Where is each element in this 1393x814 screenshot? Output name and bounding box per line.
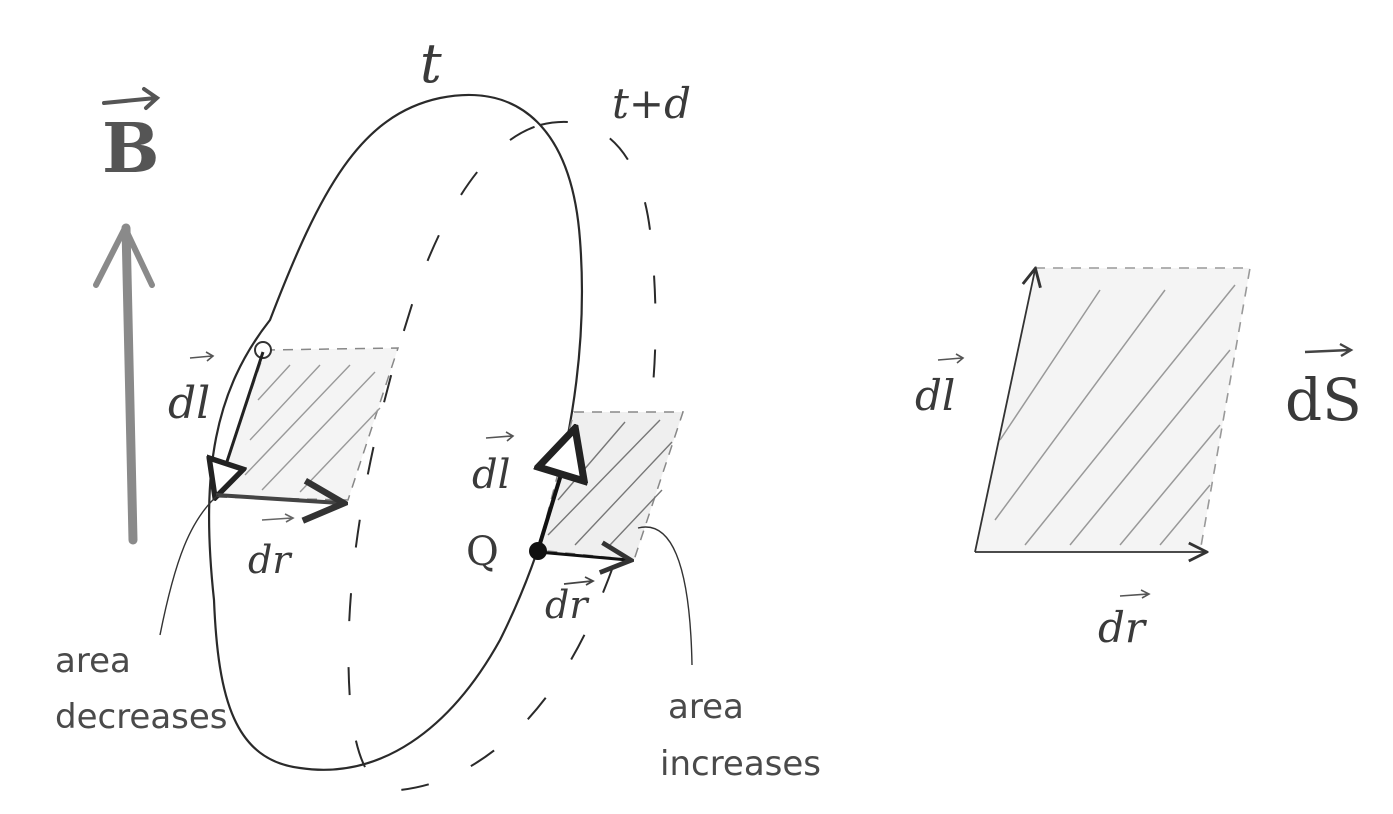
right-dr-label: dr xyxy=(545,583,590,627)
right-dl-vector xyxy=(538,432,574,551)
area-decreases-line1: area xyxy=(55,641,131,681)
right-dl-label-group: dl xyxy=(472,431,515,498)
right-dl-label: dl xyxy=(472,452,510,498)
left-dr-label-group: dr xyxy=(248,513,295,582)
left-dr-label: dr xyxy=(248,538,293,582)
ds-parallelogram xyxy=(975,267,1251,553)
magnetic-field-arrow xyxy=(93,223,155,545)
right-dr-label-group: dr xyxy=(545,576,595,627)
left-swept-region xyxy=(213,347,400,501)
ds-label: dS xyxy=(1285,366,1362,434)
left-dl-label-group: dl xyxy=(168,351,215,429)
area-increases-line2: increases xyxy=(660,744,821,784)
left-dl-label: dl xyxy=(168,378,210,429)
ds-dl-label-group: dl xyxy=(915,353,965,420)
ds-dl-vector xyxy=(974,270,1035,553)
area-increases-line1: area xyxy=(668,687,744,727)
area-decreases-line2: decreases xyxy=(55,697,228,737)
left-dl-vector xyxy=(216,341,272,495)
ds-label-group: dS xyxy=(1285,342,1362,434)
area-increases-leader xyxy=(637,526,693,666)
area-increases-text: area increases xyxy=(660,687,821,784)
area-decreases-text: area decreases xyxy=(55,641,228,737)
point-q-marker xyxy=(529,542,547,560)
ds-dr-label: dr xyxy=(1098,603,1148,652)
time-now-label: t xyxy=(420,32,442,95)
field-label-group: B xyxy=(102,87,161,189)
field-label: B xyxy=(102,109,159,189)
area-decreases-leader xyxy=(159,494,219,636)
loop-at-t xyxy=(207,93,583,771)
time-later-label: t+d xyxy=(612,79,691,128)
ds-dl-label: dl xyxy=(915,371,955,420)
point-q-label: Q xyxy=(466,529,499,575)
left-dr-vector xyxy=(215,495,340,503)
loop-at-t-plus-d xyxy=(347,120,657,792)
right-dr-vector xyxy=(537,552,628,560)
right-swept-region xyxy=(537,411,685,561)
ds-dr-label-group: dr xyxy=(1098,589,1151,652)
